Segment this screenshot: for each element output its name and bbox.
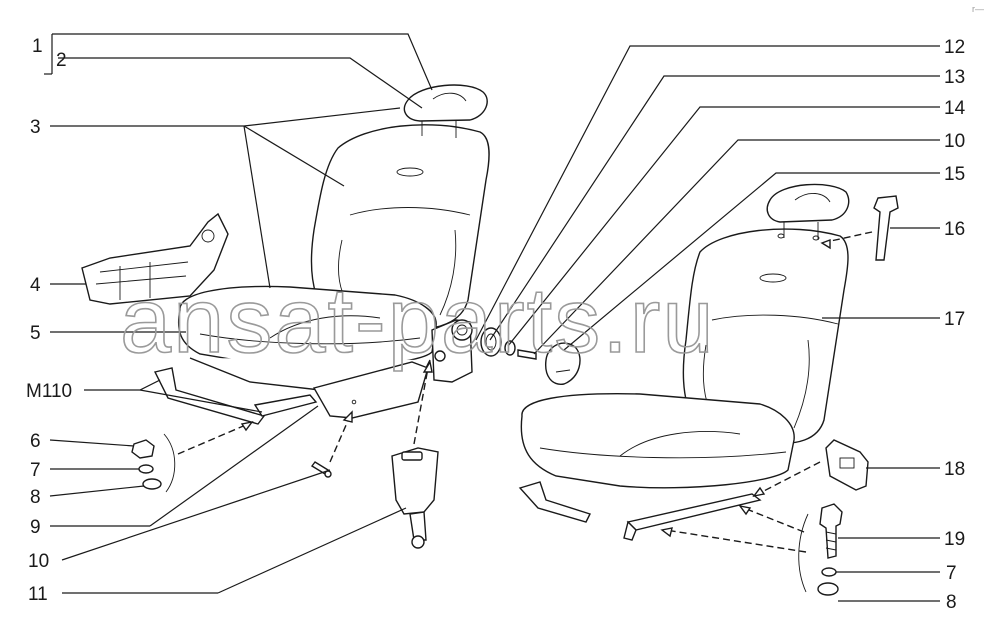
recliner-handle bbox=[545, 342, 581, 385]
left-seat-logo bbox=[396, 167, 424, 177]
callout-14: 14 bbox=[944, 98, 966, 119]
seat-latch bbox=[825, 439, 869, 491]
callout-18: 18 bbox=[944, 459, 965, 480]
callout-16: 16 bbox=[944, 219, 965, 240]
washer-8b bbox=[817, 582, 839, 596]
left-seat-cushion bbox=[177, 285, 437, 368]
callout-9: 9 bbox=[30, 517, 41, 538]
right-headrest bbox=[766, 183, 850, 223]
right-seat-back bbox=[682, 228, 849, 444]
left-seat-assembly bbox=[81, 84, 581, 549]
left-headrest bbox=[403, 84, 488, 122]
watermark-text: ansat-parts.ru bbox=[120, 270, 716, 372]
recliner-bolt bbox=[517, 349, 537, 360]
callout-6: 6 bbox=[30, 431, 41, 452]
headrest-guide bbox=[873, 195, 899, 261]
callout-19: 19 bbox=[944, 529, 965, 550]
nut-6 bbox=[131, 439, 155, 459]
callout-11: 11 bbox=[28, 584, 48, 605]
recliner-spring bbox=[480, 327, 502, 357]
recliner-washer bbox=[504, 340, 516, 356]
callout-1: 1 bbox=[32, 36, 43, 57]
callout-labels: 1 2 3 4 5 M110 6 7 8 9 10 11 12 13 14 10… bbox=[26, 36, 966, 613]
washer-7a bbox=[138, 464, 154, 474]
callout-15: 15 bbox=[944, 164, 965, 185]
callout-12: 12 bbox=[944, 37, 965, 58]
assembly-arrows bbox=[177, 231, 873, 553]
seat-belt-buckle bbox=[391, 447, 439, 515]
washer-7b bbox=[821, 567, 837, 577]
callout-13: 13 bbox=[944, 67, 965, 88]
right-seat-cushion bbox=[520, 393, 795, 489]
corner-mark: r— bbox=[972, 4, 984, 14]
callout-10-left: 10 bbox=[28, 551, 49, 572]
callout-7-right: 7 bbox=[946, 563, 957, 584]
callout-5: 5 bbox=[30, 323, 41, 344]
callout-4: 4 bbox=[30, 275, 41, 296]
callout-8-left: 8 bbox=[30, 487, 41, 508]
callout-2: 2 bbox=[56, 50, 67, 71]
left-side-trim bbox=[312, 361, 429, 419]
right-seat-assembly bbox=[518, 183, 899, 596]
leader-lines bbox=[44, 33, 940, 602]
callout-7-left: 7 bbox=[30, 460, 41, 481]
seat-side-shield bbox=[81, 212, 229, 305]
callout-8-right: 8 bbox=[946, 592, 957, 613]
callout-m110: M110 bbox=[26, 381, 72, 402]
callout-3: 3 bbox=[30, 117, 41, 138]
callout-17: 17 bbox=[944, 309, 965, 330]
washer-8a bbox=[142, 478, 162, 490]
mount-bolt bbox=[819, 503, 843, 559]
right-seat-runner bbox=[518, 481, 591, 523]
callout-10-right: 10 bbox=[944, 131, 965, 152]
